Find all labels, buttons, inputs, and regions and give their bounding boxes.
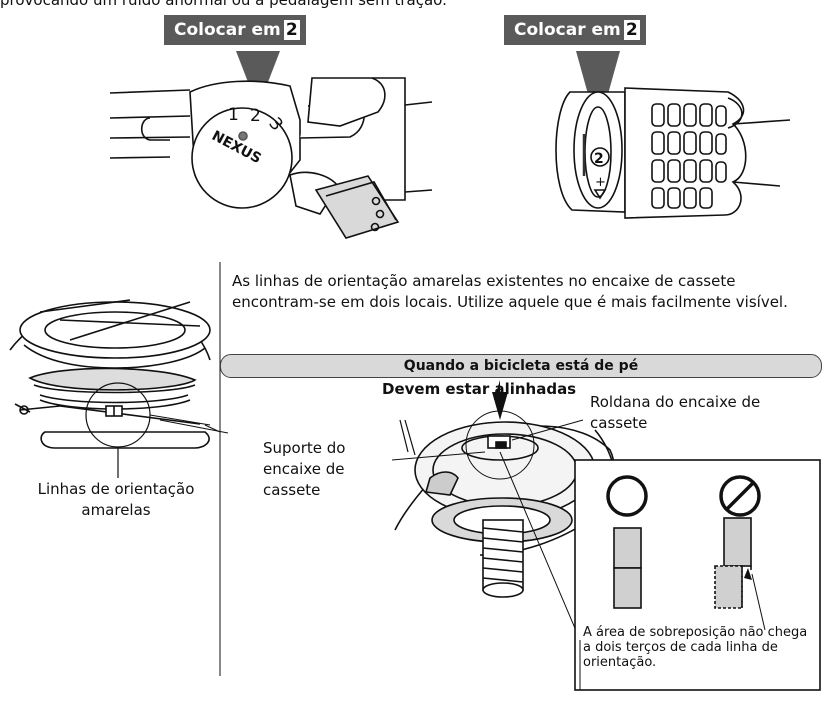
shifter-left-illustration: NEXUS 1 2 3	[109, 77, 433, 239]
pulley-label: Roldana do encaixe de cassete	[590, 393, 761, 432]
callout-left-label: Colocar em	[174, 20, 281, 40]
top-text-line: provocando um ruído anormal ou a pedalag…	[0, 0, 447, 9]
section-banner: Quando a bicicleta está de pé	[220, 354, 822, 378]
svg-text:2: 2	[594, 151, 604, 167]
aligned-label: Devem estar alinhadas	[382, 380, 577, 398]
alignment-diagram	[574, 459, 821, 691]
shifter-right-illustration: 2 +	[555, 87, 791, 219]
callout-right-label: Colocar em	[514, 20, 621, 40]
callout-pointer-right	[576, 51, 620, 130]
hub-label: Linhas de orientação amarelas	[37, 480, 195, 519]
hub-illustration	[9, 299, 229, 478]
overlap-note: A área de sobreposição não chega a dois …	[583, 625, 808, 670]
circle-icon	[606, 475, 648, 517]
svg-text:1: 1	[228, 105, 239, 125]
callout-right-number: 2	[623, 20, 640, 40]
callout-left-number: 2	[283, 20, 300, 40]
prohibited-icon	[719, 475, 761, 517]
svg-text:2: 2	[250, 106, 261, 126]
intro-paragraph: As linhas de orientação amarelas existen…	[232, 272, 788, 311]
svg-text:+: +	[595, 175, 606, 190]
support-label: Suporte do encaixe de cassete	[263, 439, 346, 499]
callout-pointer-left	[236, 51, 280, 108]
